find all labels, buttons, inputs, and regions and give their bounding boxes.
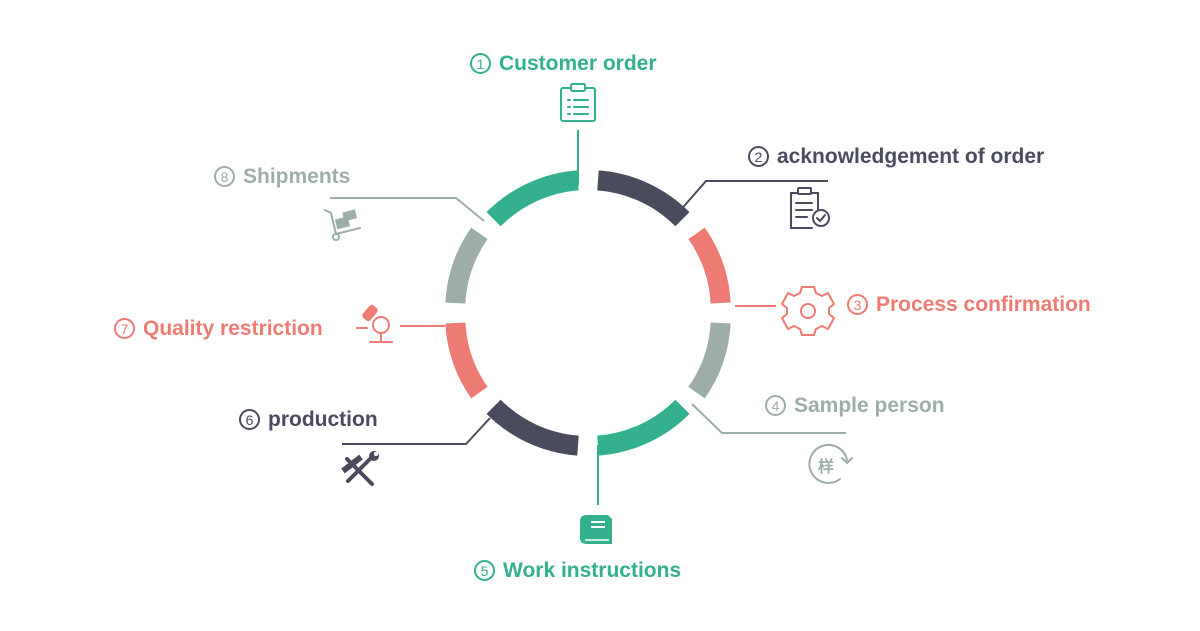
sample-glyph: 样	[818, 457, 834, 476]
step-7-text: Quality restriction	[143, 317, 323, 340]
step-5-label: 5 Work instructions	[474, 560, 681, 581]
gear-icon	[781, 286, 835, 336]
step-8-number: 8	[214, 166, 235, 187]
microscope-icon	[356, 304, 393, 343]
connector-line-8	[330, 197, 485, 222]
connector-line-2	[677, 180, 828, 214]
step-3-number: 3	[847, 294, 868, 315]
sample-refresh-icon	[808, 443, 853, 484]
ring-segment-8	[445, 227, 488, 304]
connector-line-4	[691, 403, 846, 434]
step-2-number: 2	[748, 146, 769, 167]
step-7-label: 7 Quality restriction	[114, 318, 323, 339]
step-1-label: 1 Customer order	[470, 53, 657, 74]
step-6-label: 6 production	[239, 409, 378, 430]
step-5-text: Work instructions	[503, 559, 682, 582]
step-8-text: Shipments	[243, 165, 351, 188]
clipboard-list-icon	[560, 83, 596, 122]
clipboard-check-icon	[790, 187, 830, 229]
step-6-text: production	[268, 408, 378, 431]
step-3-text: Process confirmation	[876, 293, 1091, 316]
connector-line-6	[342, 417, 491, 445]
step-4-label: 4 Sample person	[765, 395, 945, 416]
ring-segment-4	[688, 322, 731, 399]
step-8-label: 8 Shipments	[214, 166, 350, 187]
step-4-text: Sample person	[794, 394, 945, 417]
ring-segment-7	[445, 322, 488, 399]
step-2-text: acknowledgement of order	[777, 145, 1045, 168]
step-7-number: 7	[114, 318, 135, 339]
book-icon	[580, 515, 612, 544]
step-5-number: 5	[474, 560, 495, 581]
ring-segment-5	[596, 399, 690, 456]
hand-truck-icon	[324, 209, 361, 241]
ring-segment-3	[688, 227, 731, 304]
step-4-number: 4	[765, 395, 786, 416]
step-3-label: 3 Process confirmation	[847, 294, 1091, 315]
step-2-label: 2 acknowledgement of order	[748, 146, 1044, 167]
ring-segment-2	[596, 170, 690, 227]
ring-segment-1	[486, 170, 580, 227]
step-6-number: 6	[239, 409, 260, 430]
hammer-wrench-icon	[341, 451, 379, 486]
step-1-text: Customer order	[499, 52, 657, 75]
ring-segment-6	[486, 399, 580, 456]
step-1-number: 1	[470, 53, 491, 74]
